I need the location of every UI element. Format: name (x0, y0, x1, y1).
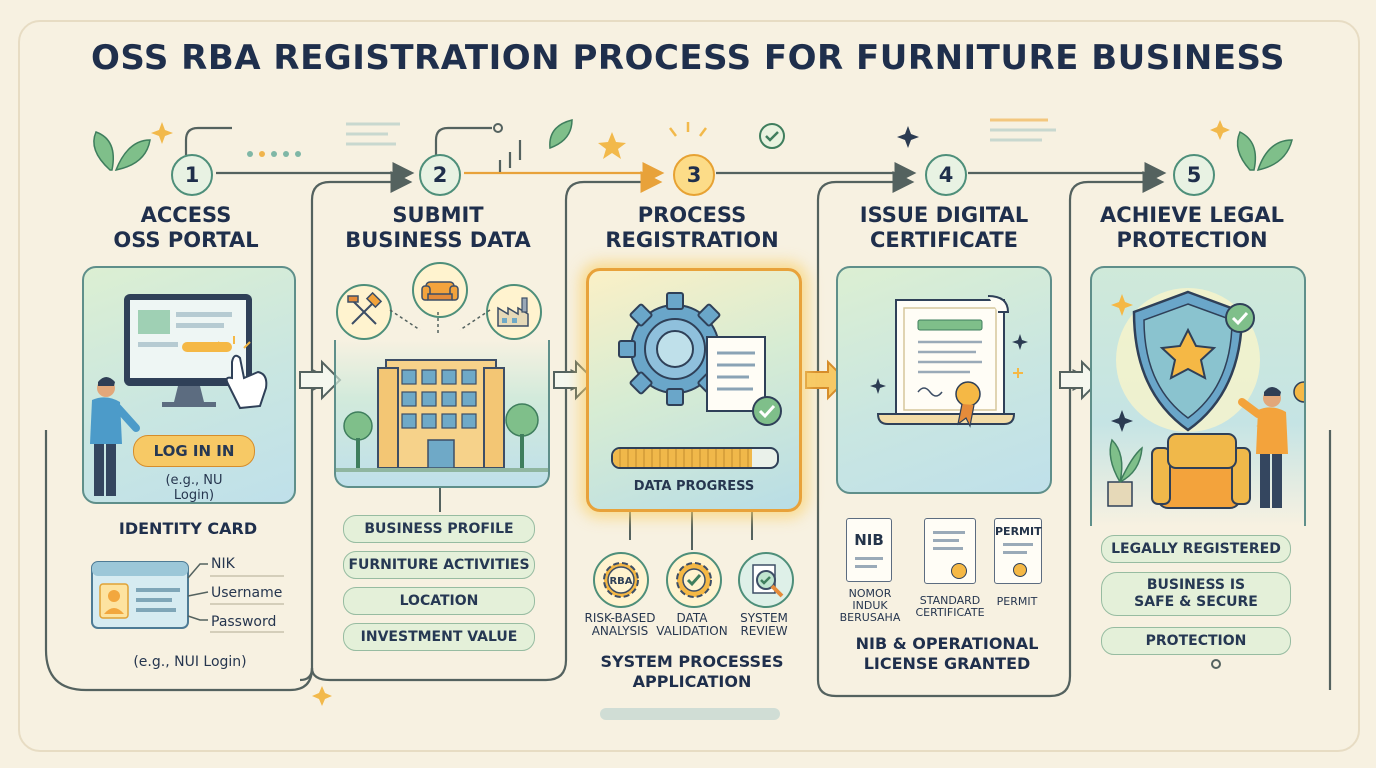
standard-certificate-label: STANDARD CERTIFICATE (915, 594, 985, 619)
standard-certificate-document (924, 518, 976, 584)
step-3-panel: DATA PROGRESS (586, 268, 802, 512)
identity-field-username: Username (211, 585, 283, 601)
rba-icon-text: RBA (609, 576, 632, 587)
location-item: LOCATION (343, 587, 535, 615)
log-in-button[interactable]: LOG IN IN (133, 435, 255, 467)
page-title: OSS RBA REGISTRATION PROCESS FOR FURNITU… (90, 38, 1286, 78)
step-1-title: ACCESS OSS PORTAL (113, 203, 259, 252)
data-validation-icon (666, 552, 722, 608)
investment-value-item: INVESTMENT VALUE (343, 623, 535, 651)
outer-frame (18, 20, 1360, 752)
permit-document: PERMIT (994, 518, 1042, 584)
legally-registered-item: LEGALLY REGISTERED (1101, 535, 1291, 563)
business-safe-secure-item: BUSINESS IS SAFE & SECURE (1101, 572, 1291, 616)
step-4-number: 4 (925, 154, 967, 196)
processing-illustration (618, 292, 782, 426)
business-profile-item: BUSINESS PROFILE (343, 515, 535, 543)
step-2-title: SUBMIT BUSINESS DATA (345, 203, 531, 252)
risk-based-analysis-label: RISK-BASED ANALYSIS (584, 611, 656, 638)
sofa-icon (412, 262, 468, 318)
data-validation-label: DATA VALIDATION (656, 611, 728, 638)
step-3-title: PROCESS REGISTRATION (605, 203, 779, 252)
nomor-induk-berusaha-label: NOMOR INDUK BERUSAHA (839, 587, 901, 624)
computer-login-illustration (90, 294, 268, 496)
tools-icon (336, 284, 392, 340)
shield-protection-illustration (1107, 288, 1304, 509)
step-4-panel (836, 266, 1052, 494)
office-building-illustration (336, 359, 548, 472)
step-2-number: 2 (419, 154, 461, 196)
seal-icon (951, 563, 967, 579)
system-processes-application: SYSTEM PROCESSES APPLICATION (600, 652, 784, 691)
identity-heading: IDENTITY CARD (118, 519, 258, 538)
icon-connectors (389, 309, 491, 336)
rba-gear-icon: RBA (593, 552, 649, 608)
furniture-activities-item: FURNITURE ACTIVITIES (343, 551, 535, 579)
protection-item: PROTECTION (1101, 627, 1291, 655)
step-1-number: 1 (171, 154, 213, 196)
data-progress-fill (613, 449, 753, 467)
permit-tag: PERMIT (995, 525, 1042, 538)
step-4-title: ISSUE DIGITAL CERTIFICATE (859, 203, 1029, 252)
step-1-panel: LOG IN IN (e.g., NU Login) (82, 266, 296, 504)
nib-operational-license: NIB & OPERATIONAL LICENSE GRANTED (855, 634, 1039, 673)
factory-icon (486, 284, 542, 340)
certificate-illustration (870, 295, 1028, 428)
identity-field-password: Password (211, 614, 277, 630)
data-progress-bar (611, 447, 779, 469)
step-3-number: 3 (673, 154, 715, 196)
nib-document: NIB (846, 518, 892, 582)
login-note: (e.g., NU Login) (165, 473, 223, 503)
step-2-panel (334, 340, 550, 488)
step-5-panel (1090, 266, 1306, 526)
system-review-icon (738, 552, 794, 608)
identity-field-nik: NIK (211, 556, 235, 572)
step-5-title: ACHIEVE LEGAL PROTECTION (1100, 203, 1284, 252)
system-review-label: SYSTEM REVIEW (740, 611, 788, 638)
step-5-number: 5 (1173, 154, 1215, 196)
identity-note: (e.g., NUI Login) (133, 654, 247, 670)
permit-label: PERMIT (996, 595, 1038, 608)
data-progress-label: DATA PROGRESS (633, 479, 755, 494)
seal-icon (1013, 563, 1027, 577)
nib-tag: NIB (854, 531, 884, 549)
identity-card-illustration (91, 561, 284, 633)
